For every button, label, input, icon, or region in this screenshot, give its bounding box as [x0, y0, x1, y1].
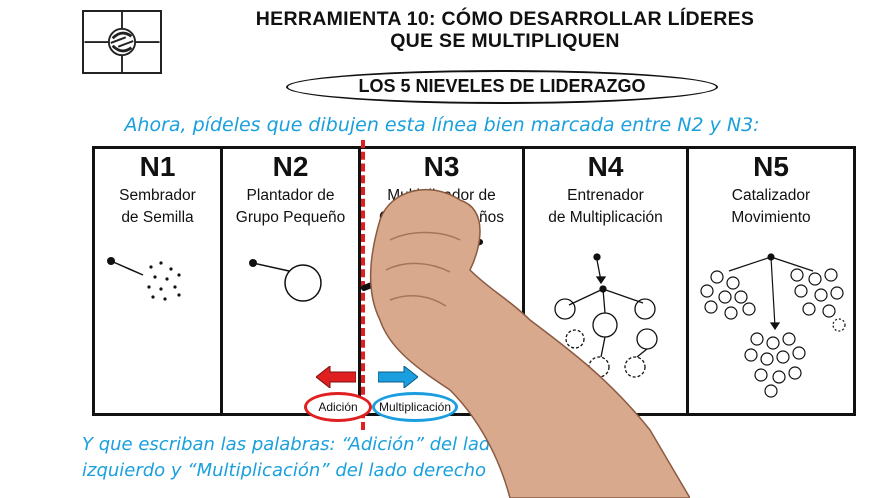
logo	[82, 10, 162, 74]
multiplication-trainer-diagram	[554, 253, 658, 378]
movement-catalyst-diagram	[700, 253, 846, 398]
page-title: HERRAMIENTA 10: CÓMO DESARROLLAR LÍDERES…	[170, 8, 840, 52]
level-column-n5: N5 Catalizador Movimiento	[689, 149, 853, 413]
arrow-left-icon	[316, 366, 356, 388]
title-line-1: HERRAMIENTA 10: CÓMO DESARROLLAR LÍDERES	[255, 8, 755, 30]
title-line-2: QUE SE MULTIPLIQUEN	[390, 30, 620, 52]
drawing-hand	[361, 188, 690, 498]
level-description: Plantador de Grupo Pequeño	[235, 187, 346, 226]
level-description: Sembrador de Semilla	[119, 187, 196, 226]
level-description: Catalizador Movimiento	[731, 187, 811, 226]
globe-arrows-icon	[84, 12, 160, 72]
level-description: Entrenador de Multiplicación	[548, 187, 663, 226]
level-column-n1: N1 Sembrador de Semilla	[95, 149, 223, 413]
instruction-bottom: Y que escriban las palabras: “Adición” d…	[82, 434, 502, 481]
arrow-right-icon	[378, 366, 418, 388]
small-group-planter-diagram	[249, 259, 322, 302]
level-code: N2	[272, 151, 309, 182]
subtitle: LOS 5 NIEVELES DE LIDERAZGO	[358, 76, 646, 96]
level-code: N4	[587, 151, 624, 182]
addition-label: Adición	[304, 392, 372, 422]
multiplication-label: Multiplicación	[372, 392, 458, 422]
instruction-top: Ahora, pídeles que dibujen esta línea bi…	[124, 114, 760, 136]
level-code: N3	[423, 151, 460, 182]
seed-sower-diagram	[107, 257, 181, 301]
level-code: N5	[753, 151, 789, 182]
red-dashed-divider	[361, 140, 365, 430]
level-column-n4: N4 Entrenador de Multiplicación	[525, 149, 689, 413]
subtitle-oval	[286, 70, 718, 104]
level-code: N1	[139, 151, 176, 182]
level-column-n2: N2 Plantador de Grupo Pequeño	[223, 149, 361, 413]
